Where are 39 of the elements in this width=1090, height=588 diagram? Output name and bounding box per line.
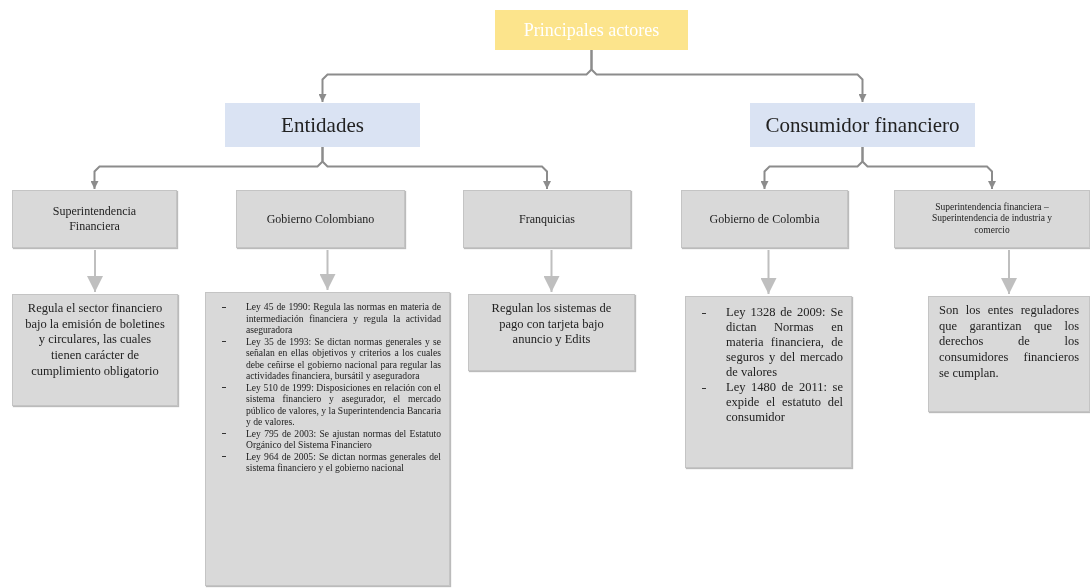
arrow [87, 249, 103, 293]
arrow [1001, 249, 1017, 295]
box-label: Consumidor financiero [765, 112, 960, 138]
actor-box [463, 190, 631, 248]
actor-box [681, 190, 848, 248]
box-label: Superintendencia financiera – Superintendencia de industria y comercio [930, 201, 1053, 237]
description-text: Regula el sector financiero bajo la emisión de boletines y circulares, las cuales tienen carácter de cumplimiento obligatorio [24, 301, 166, 380]
law-list-box [205, 292, 450, 586]
actor-box [894, 190, 1090, 248]
description-box [468, 294, 635, 371]
law-text: Ley 964 de 2005: Se dictan normas generales del sistema financiero y el gobierno nacional [246, 450, 441, 474]
law-list-box [685, 296, 852, 468]
title-box [495, 10, 688, 50]
description-text: Son los entes reguladores que garantizan que los derechos de los consumidores financieros se cumplan. [939, 303, 1079, 382]
description-box [928, 296, 1090, 412]
law-text: Ley 45 de 1990: Regula las normas en materia de intermediación financiera y regula la actividad aseguradora [246, 301, 441, 336]
law-text: Ley 510 de 1999: Disposiciones en relación con el sistema financiero y asegurador, el mercado público de valores, y la Superintendencia Bancaria y de valores. [246, 381, 441, 428]
law-text: Ley 1480 de 2011: se expide el estatuto del consumidor [726, 380, 843, 425]
arrow [319, 249, 336, 291]
actor-box [12, 190, 177, 248]
category-box [750, 103, 975, 147]
law-text: Ley 35 de 1993: Se dictan normas generales y se señalan en ellas objetivos y criterios a los cuales debe ceñirse el gobierno nacional para regular las actividades financiera, bursátil y aseguradora [246, 335, 441, 382]
description-text: Regulan los sistemas de pago con tarjeta bajo anuncio y Edits [490, 301, 613, 348]
title-text: Principales actores [523, 19, 660, 41]
arrow [760, 249, 777, 295]
arrow [543, 249, 560, 293]
box-label: Superintendencia Financiera [51, 204, 138, 234]
bracket-connector [321, 146, 551, 190]
law-text: Ley 795 de 2003: Se ajustan normas del Estatuto Orgánico del Sistema Financiero [246, 427, 441, 451]
bracket-connector [590, 49, 867, 103]
description-box [12, 294, 178, 406]
bracket-connector [861, 146, 996, 190]
box-label: Gobierno Colombiano [266, 211, 375, 227]
actor-box [236, 190, 405, 248]
category-box [225, 103, 420, 147]
law-text: Ley 1328 de 2009: Se dictan Normas en materia financiera, de seguros y del mercado de valores [726, 305, 843, 380]
box-label: Gobierno de Colombia [709, 211, 820, 227]
box-label: Entidades [281, 112, 364, 138]
box-label: Franquicias [519, 211, 575, 227]
